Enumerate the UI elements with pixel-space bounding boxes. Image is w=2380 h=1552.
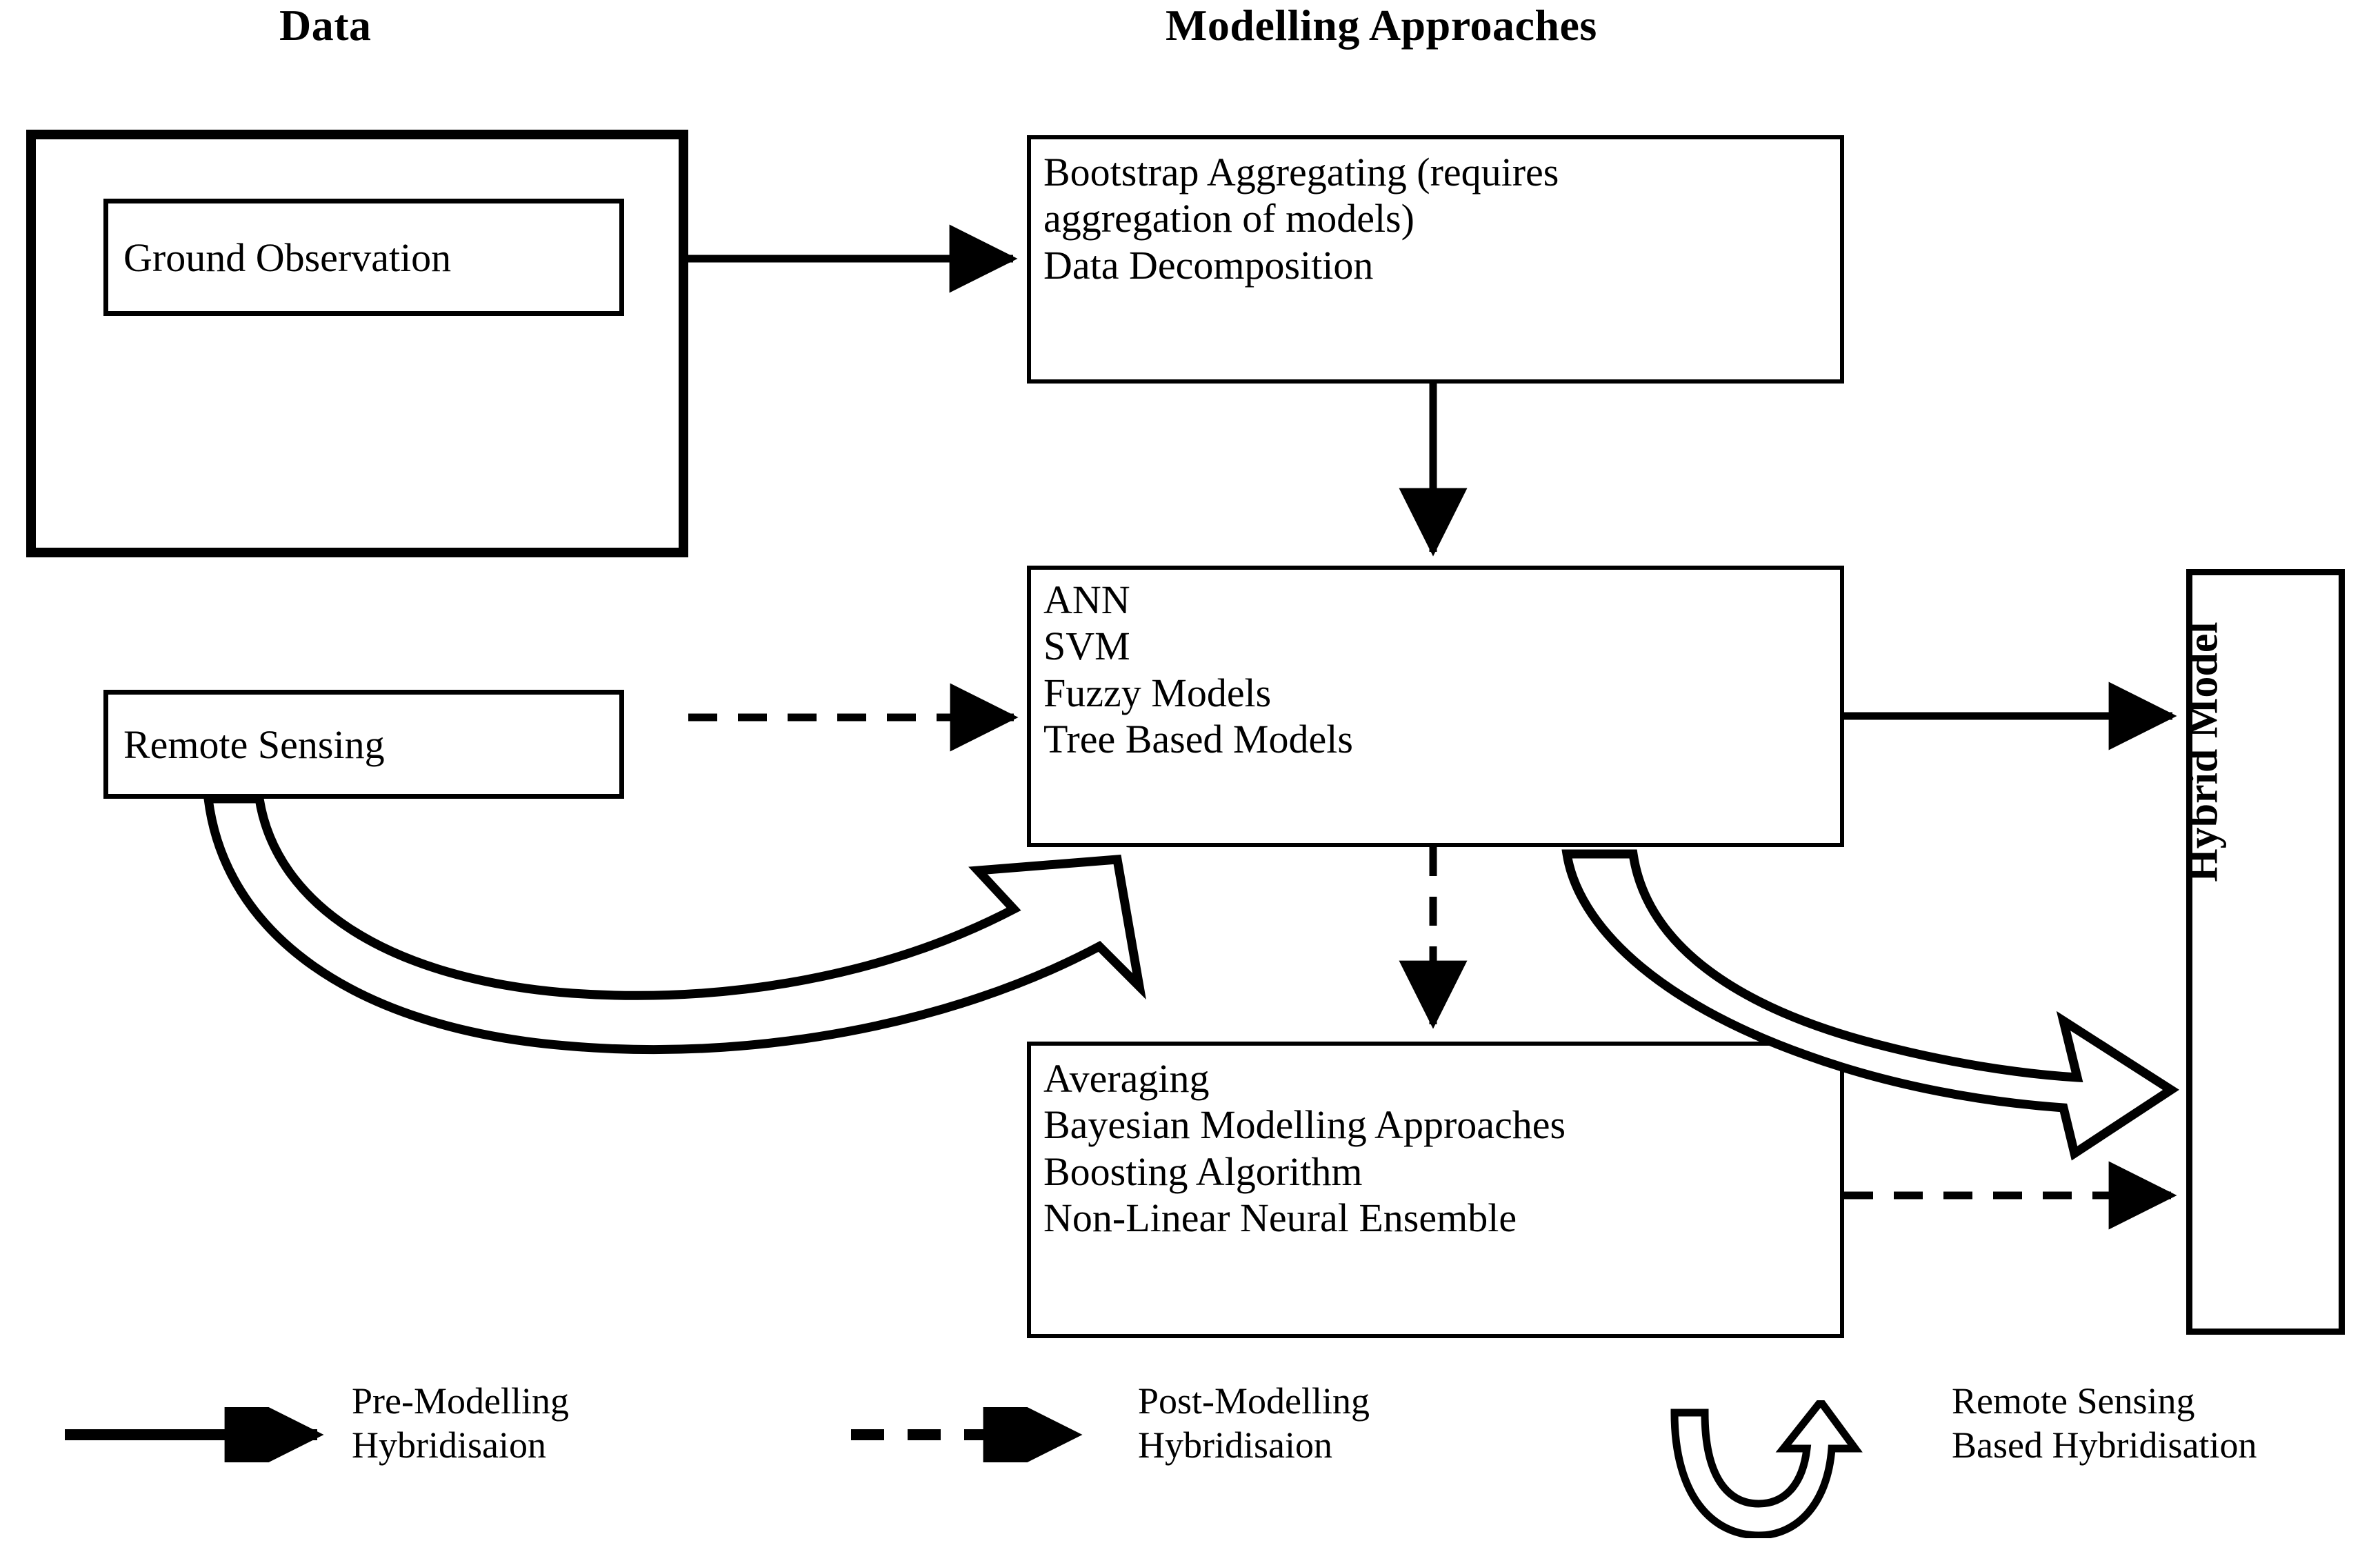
post-modelling-line-1: Averaging — [1043, 1056, 1210, 1101]
curved-arrow-model-to-hybrid — [1561, 849, 2179, 1161]
model-lines: ANN SVM Fuzzy Models Tree Based Models — [1031, 570, 1366, 772]
legend-item-pre-modelling: Pre-Modelling Hybridisaion — [352, 1380, 569, 1467]
post-modelling-line-2: Bayesian Modelling Approaches — [1043, 1102, 1566, 1148]
model-line-4: Tree Based Models — [1043, 716, 1353, 762]
legend-pre-modelling-line-2: Hybridisaion — [352, 1424, 546, 1466]
post-modelling-line-4: Non-Linear Neural Ensemble — [1043, 1195, 1517, 1240]
legend-pre-modelling-line-1: Pre-Modelling — [352, 1380, 569, 1422]
pre-modelling-line-3: Data Decomposition — [1043, 242, 1374, 288]
legend-curved-arrow-icon — [1670, 1400, 1863, 1538]
legend-post-modelling-line-1: Post-Modelling — [1138, 1380, 1370, 1422]
column-header-data: Data — [279, 1, 372, 50]
pre-modelling-line-2: aggregation of models) — [1043, 196, 1414, 241]
model-box[interactable]: ANN SVM Fuzzy Models Tree Based Models — [1027, 566, 1844, 847]
model-line-2: SVM — [1043, 624, 1130, 669]
legend-dashed-arrow-icon — [851, 1407, 1083, 1462]
legend-remote-sensing-line-1: Remote Sensing — [1952, 1380, 2195, 1422]
ground-observation-label: Ground Observation — [123, 235, 452, 280]
remote-sensing-label: Remote Sensing — [123, 722, 385, 767]
legend-remote-sensing-line-2: Based Hybridisation — [1952, 1424, 2257, 1466]
hybrid-model-box[interactable] — [2186, 569, 2345, 1335]
post-modelling-lines: Averaging Bayesian Modelling Approaches … — [1031, 1046, 1578, 1251]
pre-modelling-box[interactable]: Bootstrap Aggregating (requires aggregat… — [1027, 135, 1844, 384]
legend-item-post-modelling: Post-Modelling Hybridisaion — [1138, 1380, 1370, 1467]
post-modelling-box[interactable]: Averaging Bayesian Modelling Approaches … — [1027, 1042, 1844, 1338]
remote-sensing-box[interactable]: Remote Sensing — [103, 690, 624, 799]
ground-observation-box[interactable]: Ground Observation — [103, 199, 624, 316]
post-modelling-line-3: Boosting Algorithm — [1043, 1148, 1363, 1194]
model-line-3: Fuzzy Models — [1043, 670, 1272, 715]
pre-modelling-line-1: Bootstrap Aggregating (requires — [1043, 150, 1559, 195]
curved-arrow-remote-sensing-to-model — [203, 794, 1146, 1055]
model-line-1: ANN — [1043, 577, 1130, 622]
legend-item-remote-sensing-hybridisation: Remote Sensing Based Hybridisation — [1952, 1380, 2257, 1467]
column-header-modelling-approaches: Modelling Approaches — [1166, 1, 1597, 50]
legend-post-modelling-line-2: Hybridisaion — [1138, 1424, 1332, 1466]
legend-solid-arrow-icon — [65, 1407, 324, 1462]
pre-modelling-lines: Bootstrap Aggregating (requires aggregat… — [1031, 139, 1571, 298]
